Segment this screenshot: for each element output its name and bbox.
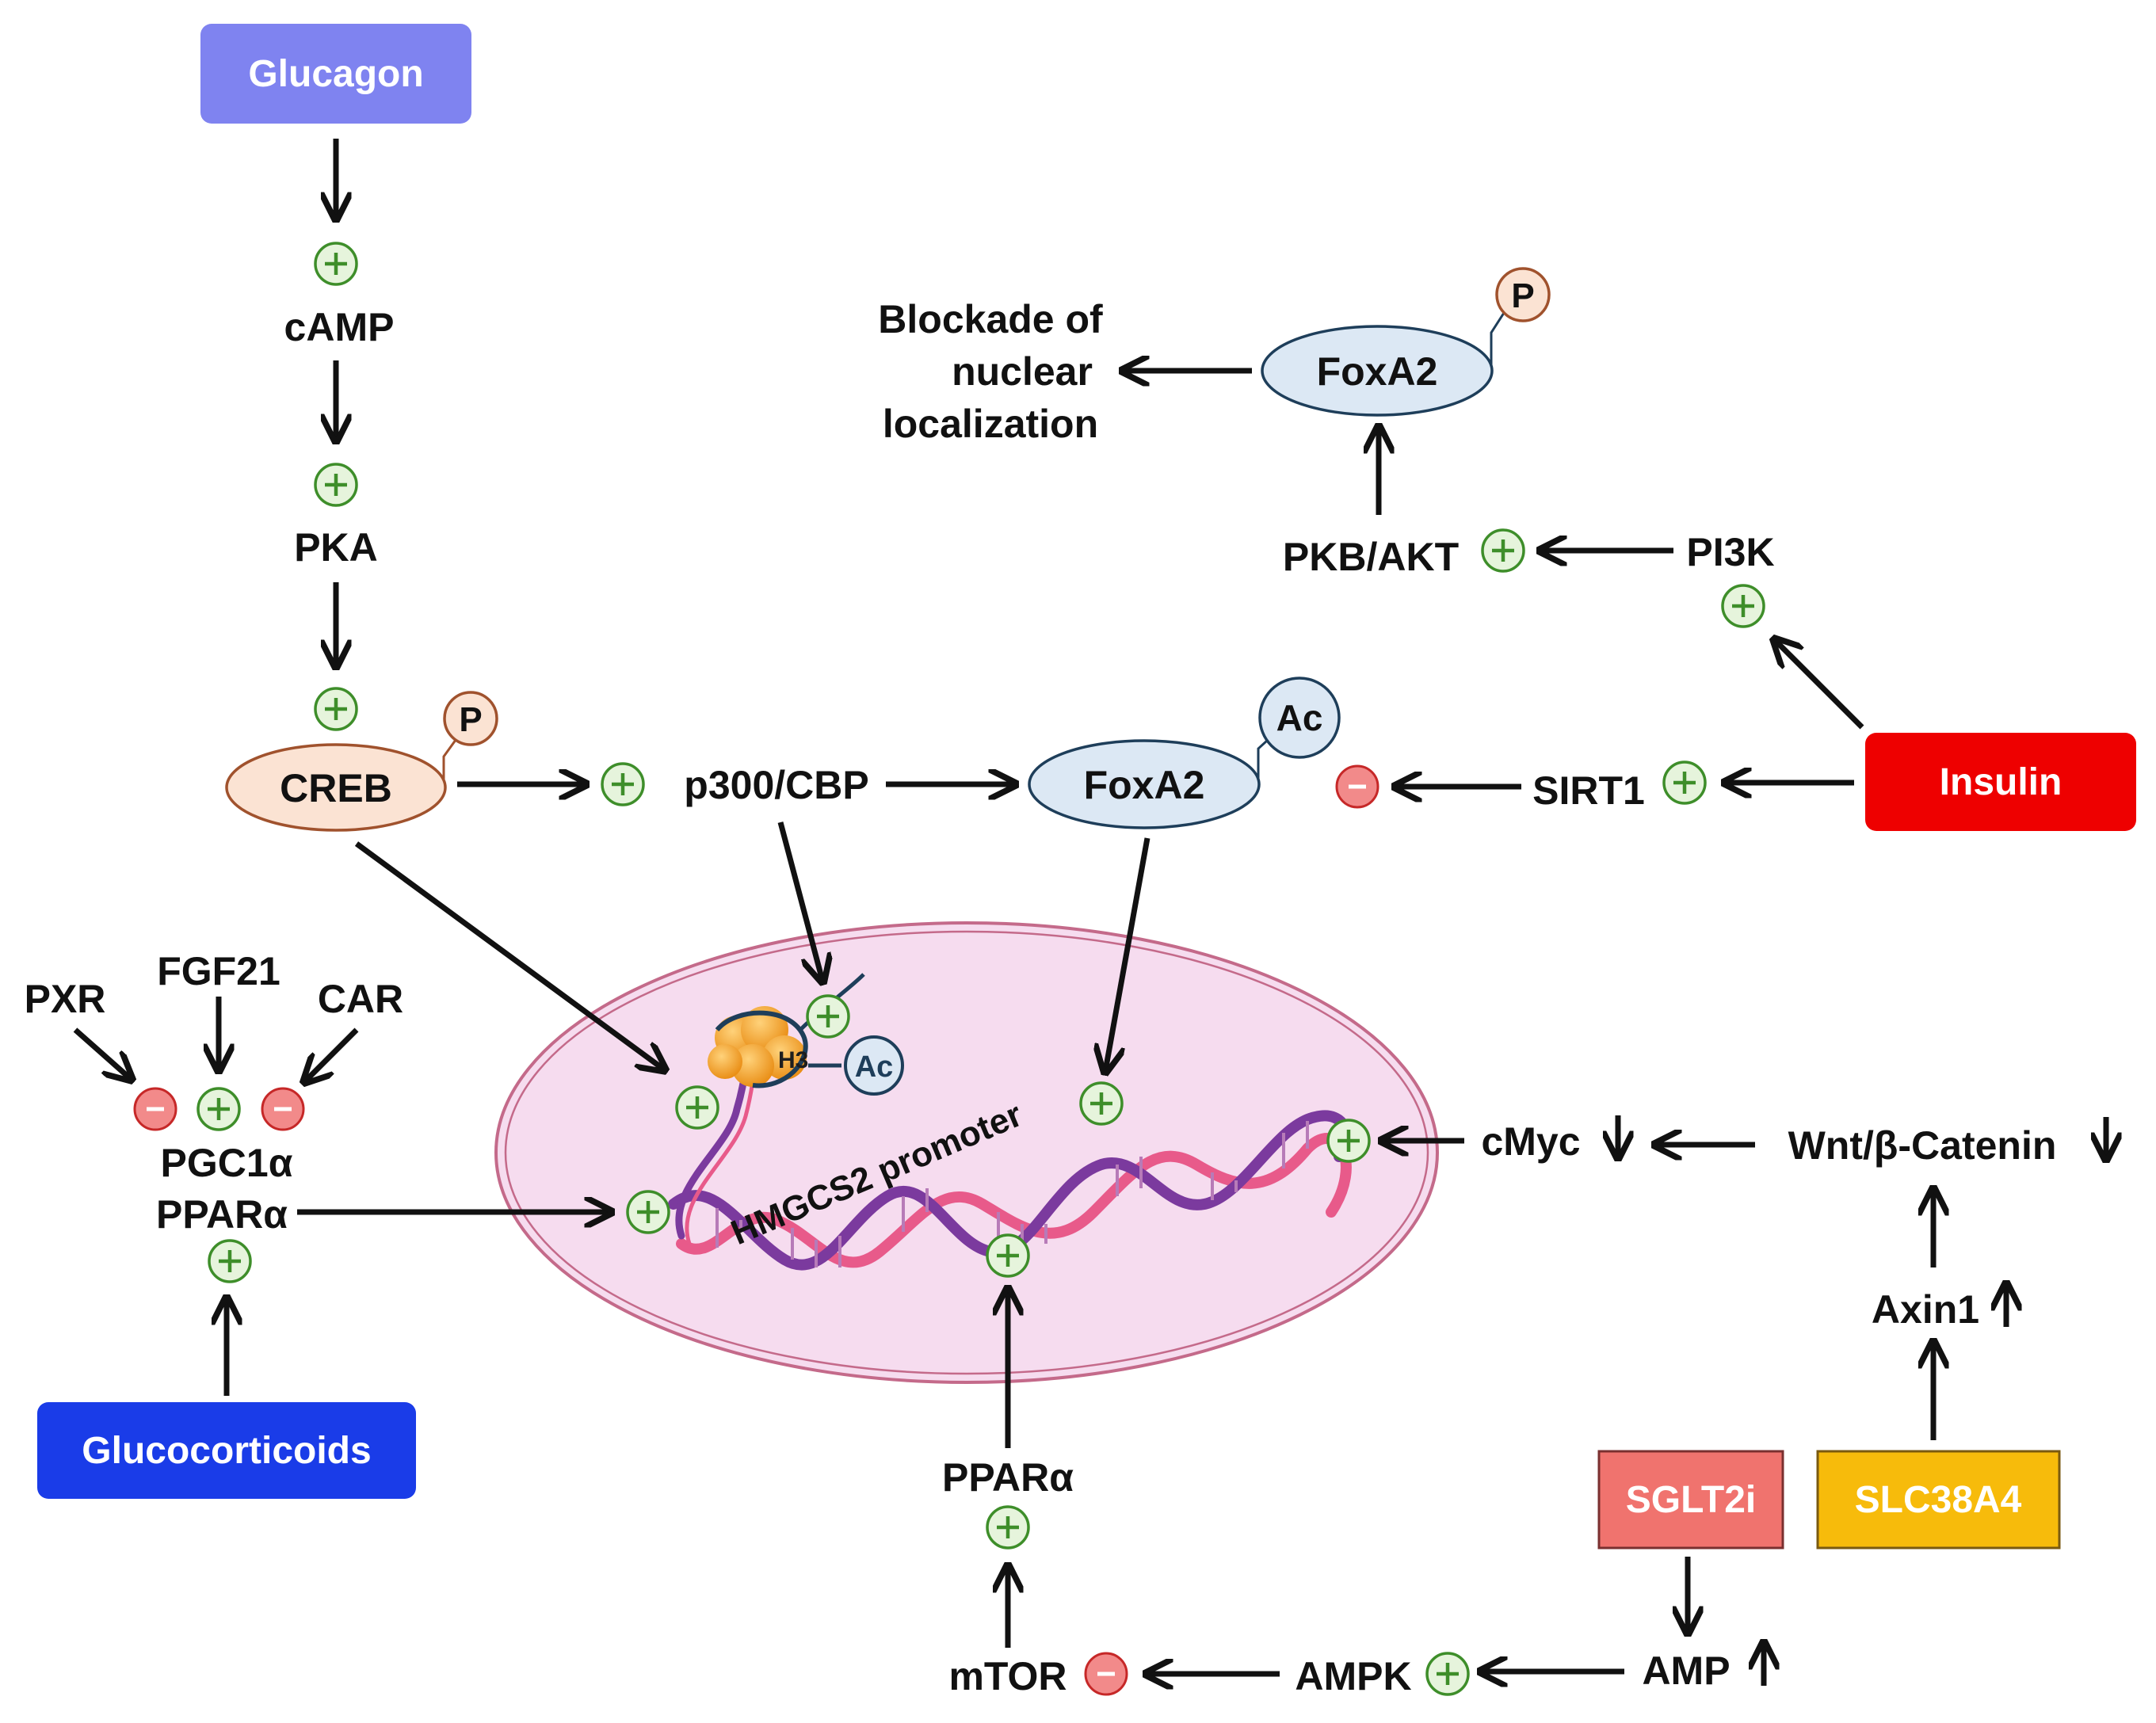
foxa2-phospho-tag-label: P bbox=[1511, 276, 1534, 315]
plus-sign-pka bbox=[314, 463, 358, 507]
creb-phospho-label: P bbox=[459, 700, 482, 739]
plus-sign-pkbakt bbox=[1481, 528, 1525, 573]
arrow-insulin-pi3k bbox=[1775, 640, 1864, 730]
creb-label: CREB bbox=[280, 766, 392, 810]
plus-sign-sirt1 bbox=[1662, 760, 1707, 805]
wnt-beta-catenin-label: Wnt/β-Catenin bbox=[1788, 1123, 2057, 1168]
plus-sign-ampk bbox=[1425, 1652, 1470, 1696]
glucocorticoids-box: Glucocorticoids bbox=[37, 1402, 416, 1499]
insulin-label: Insulin bbox=[1940, 761, 2063, 803]
arrow-foxa2-nucleus bbox=[1105, 837, 1151, 1071]
plus-sign-creb bbox=[314, 687, 358, 731]
creb-phospho-tag bbox=[443, 691, 498, 746]
fgf21-label: FGF21 bbox=[157, 949, 280, 993]
pkb-akt-label: PKB/AKT bbox=[1283, 535, 1459, 579]
sglt2i-label: SGLT2i bbox=[1626, 1479, 1756, 1521]
nucleus-inner-membrane bbox=[504, 930, 1429, 1375]
regulation-signs bbox=[133, 242, 1765, 1696]
cmyc-label: cMyc bbox=[1481, 1119, 1580, 1164]
glucagon-label: Glucagon bbox=[248, 53, 423, 95]
sirt1-label: SIRT1 bbox=[1532, 768, 1645, 813]
foxa2-phospho-tag bbox=[1495, 267, 1551, 322]
plus-sign-ppara-nucleus bbox=[626, 1190, 670, 1234]
pi3k-label: PI3K bbox=[1686, 530, 1774, 574]
plus-sign-mtor-ppara bbox=[986, 1505, 1030, 1550]
minus-sign-car bbox=[261, 1087, 305, 1131]
ppara-left-label: PPARα bbox=[156, 1192, 288, 1237]
minus-sign-pxr bbox=[133, 1087, 177, 1131]
glucocorticoids-label: Glucocorticoids bbox=[82, 1430, 371, 1472]
pxr-label: PXR bbox=[25, 977, 106, 1021]
plus-sign-glucocorticoids bbox=[208, 1239, 252, 1283]
foxa2-acetyl-label: FoxA2 bbox=[1084, 763, 1205, 807]
mtor-label: mTOR bbox=[948, 1654, 1067, 1698]
plus-sign-pi3k bbox=[1721, 584, 1765, 628]
plus-sign-p300 bbox=[601, 762, 645, 806]
blockade-label-line3: localization bbox=[883, 402, 1098, 446]
foxa2-acetyl-oval: FoxA2 Ac bbox=[1028, 677, 1341, 829]
arrow-pxr-pgc1a bbox=[73, 1027, 131, 1079]
pgc1a-label: PGC1α bbox=[161, 1141, 293, 1185]
glucagon-box: Glucagon bbox=[200, 24, 471, 124]
creb-oval: CREB P bbox=[225, 691, 498, 832]
ampk-label: AMPK bbox=[1295, 1654, 1411, 1698]
plus-sign-cmyc-nucleus bbox=[1326, 1119, 1371, 1163]
arrow-creb-nucleus bbox=[354, 841, 664, 1069]
minus-sign-ampk-mtor bbox=[1084, 1652, 1128, 1696]
plus-sign-histone bbox=[806, 994, 850, 1039]
slc38a4-box: SLC38A4 bbox=[1816, 1450, 2061, 1550]
p300-cbp-label: p300/CBP bbox=[684, 763, 868, 807]
histone-h3-label: H3 bbox=[778, 1047, 808, 1073]
camp-label: cAMP bbox=[284, 305, 395, 349]
blockade-label-line2: nuclear bbox=[952, 349, 1093, 394]
pathway-arrows bbox=[73, 139, 1933, 1674]
histone-acetyl-tag-label: Ac bbox=[855, 1050, 894, 1084]
arrow-p300-histone bbox=[777, 821, 822, 981]
minus-sign-sirt1-foxa2 bbox=[1335, 764, 1379, 809]
plus-sign-ppara-bottom-nucleus bbox=[986, 1233, 1030, 1278]
arrow-car-pgc1a bbox=[305, 1027, 359, 1081]
histone-acetyl-tag bbox=[844, 1035, 904, 1096]
plus-sign-camp bbox=[314, 242, 358, 286]
insulin-box: Insulin bbox=[1865, 733, 2136, 831]
histone-nucleosome bbox=[708, 973, 865, 1088]
plus-sign-fgf21 bbox=[197, 1087, 241, 1131]
blockade-label-line1: Blockade of bbox=[878, 297, 1103, 341]
pka-label: PKA bbox=[294, 525, 378, 570]
trend-indicators bbox=[1618, 1115, 2106, 1686]
plus-sign-foxa2-nucleus bbox=[1079, 1081, 1124, 1126]
ppara-bottom-label: PPARα bbox=[942, 1455, 1074, 1500]
foxa2-phospho-oval: FoxA2 P bbox=[1261, 267, 1551, 417]
plus-sign-creb-nucleus bbox=[675, 1085, 719, 1130]
axin1-label: Axin1 bbox=[1872, 1287, 1979, 1332]
foxa2-acetyl-tag bbox=[1258, 677, 1341, 759]
slc38a4-label: SLC38A4 bbox=[1855, 1479, 2022, 1521]
sglt2i-box: SGLT2i bbox=[1597, 1450, 1784, 1550]
car-label: CAR bbox=[318, 977, 403, 1021]
foxa2-acetyl-tag-label: Ac bbox=[1276, 697, 1323, 738]
amp-label: AMP bbox=[1642, 1649, 1730, 1693]
foxa2-phospho-label: FoxA2 bbox=[1317, 349, 1438, 394]
